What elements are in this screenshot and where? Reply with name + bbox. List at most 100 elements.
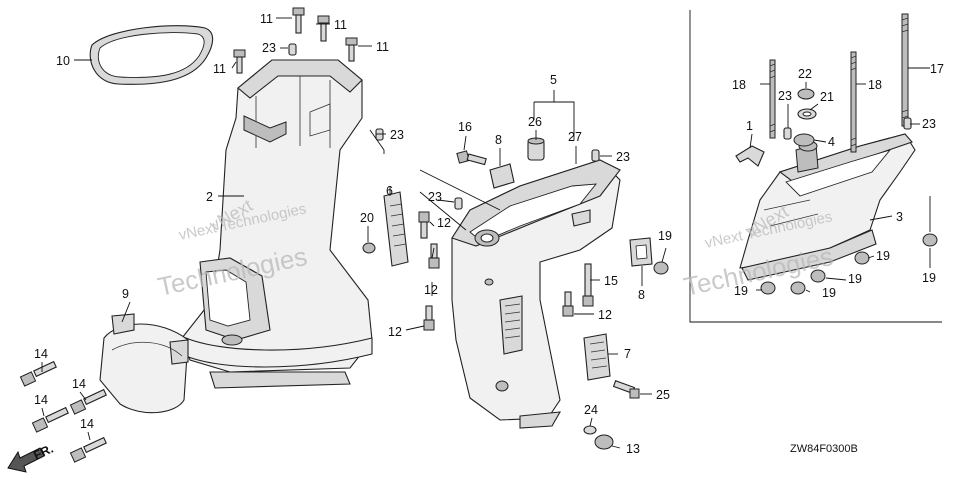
part-9-lower-cover[interactable] xyxy=(99,313,189,414)
part-25-bolt[interactable] xyxy=(612,380,640,399)
part-12-bolt-a[interactable] xyxy=(418,211,430,239)
callout-8-b: 8 xyxy=(638,288,645,302)
callout-11-c: 11 xyxy=(376,40,389,54)
front-direction-arrow: FR. xyxy=(7,442,56,473)
part-15-bolt[interactable] xyxy=(582,263,594,307)
callout-11-b: 11 xyxy=(334,18,347,32)
part-17-stud-long[interactable] xyxy=(901,13,909,127)
part-11-bolt-d[interactable] xyxy=(233,49,246,74)
part-14-bolt-a[interactable] xyxy=(19,360,57,387)
callout-23-d: 23 xyxy=(428,190,442,204)
inset-frame xyxy=(689,10,942,323)
callout-9: 9 xyxy=(122,287,129,301)
part-14-bolt-d[interactable] xyxy=(69,436,107,463)
callout-12-c: 12 xyxy=(388,325,402,339)
callout-5: 5 xyxy=(550,73,557,87)
direction-label: FR. xyxy=(31,442,55,463)
part-23-pin-b[interactable] xyxy=(375,128,384,141)
part-14-bolt-c[interactable] xyxy=(31,406,69,433)
part-19-nut-e[interactable] xyxy=(760,281,776,295)
part-18-stud-left[interactable] xyxy=(769,59,776,139)
callout-19-b: 19 xyxy=(876,249,890,263)
callout-19-d: 19 xyxy=(848,272,862,286)
part-19-nut-f[interactable] xyxy=(790,281,806,295)
callout-18-b: 18 xyxy=(868,78,882,92)
part-23-pin-e[interactable] xyxy=(783,127,792,140)
callout-27: 27 xyxy=(568,130,582,144)
part-16-bolt[interactable] xyxy=(456,150,487,166)
callout-14-b: 14 xyxy=(72,377,86,391)
callout-11-a: 11 xyxy=(260,12,273,26)
callout-23-c: 23 xyxy=(616,150,630,164)
callout-24: 24 xyxy=(584,403,598,417)
callout-13: 13 xyxy=(626,442,640,456)
callout-19-f: 19 xyxy=(822,286,836,300)
leader-lines xyxy=(41,17,931,449)
callout-11-d: 11 xyxy=(213,62,226,76)
part-22-nut[interactable] xyxy=(797,88,815,100)
callout-14-a: 14 xyxy=(34,347,48,361)
part-11-bolt-a[interactable] xyxy=(292,7,305,34)
part-24-washer[interactable] xyxy=(583,425,597,435)
callout-14-c: 14 xyxy=(34,393,48,407)
callout-12-b: 12 xyxy=(424,283,438,297)
part-12-bolt-d[interactable] xyxy=(562,291,574,317)
callout-3: 3 xyxy=(896,210,903,224)
callout-14-d: 14 xyxy=(80,417,94,431)
part-19-nut-a[interactable] xyxy=(653,261,669,275)
callout-25: 25 xyxy=(656,388,670,402)
callout-15: 15 xyxy=(604,274,618,288)
callout-2: 2 xyxy=(206,190,213,204)
diagram-code: ZW84F0300B xyxy=(790,443,858,455)
part-7-mount-rubber[interactable] xyxy=(583,333,611,381)
callout-4: 4 xyxy=(828,135,835,149)
callout-18-a: 18 xyxy=(732,78,746,92)
part-12-bolt-b[interactable] xyxy=(428,243,440,269)
callout-1: 1 xyxy=(746,119,753,133)
callout-6: 6 xyxy=(386,184,393,198)
callout-19-c: 19 xyxy=(922,271,936,285)
part-8-pad-upper[interactable] xyxy=(489,163,515,189)
callout-21: 21 xyxy=(820,90,834,104)
callout-8-a: 8 xyxy=(495,133,502,147)
part-3-inset-case[interactable] xyxy=(739,133,916,281)
callout-23-f: 23 xyxy=(922,117,936,131)
part-8-pad-lower[interactable] xyxy=(629,237,653,267)
callout-19-a: 19 xyxy=(658,229,672,243)
part-10-seal-ring[interactable] xyxy=(89,25,214,85)
part-14-bolt-b[interactable] xyxy=(69,388,107,415)
part-13-plug[interactable] xyxy=(594,434,614,450)
part-18-stud-right[interactable] xyxy=(850,51,857,153)
part-11-bolt-c[interactable] xyxy=(345,37,358,62)
callout-12-d: 12 xyxy=(598,308,612,322)
part-23-pin-c[interactable] xyxy=(454,197,463,210)
part-19-nut-c[interactable] xyxy=(922,233,938,247)
part-20-nut[interactable] xyxy=(362,242,376,254)
part-4-washer[interactable] xyxy=(793,133,815,147)
part-19-nut-b[interactable] xyxy=(854,251,870,265)
callout-23-a: 23 xyxy=(262,41,276,55)
callout-19-e: 19 xyxy=(734,284,748,298)
callout-22: 22 xyxy=(798,67,812,81)
part-11-bolt-b[interactable] xyxy=(317,15,330,42)
part-6-mount-rubber[interactable] xyxy=(383,191,409,267)
callout-17: 17 xyxy=(930,62,944,76)
part-23-pin-d[interactable] xyxy=(591,149,600,162)
part-2-extension-case[interactable] xyxy=(181,59,373,389)
part-23-pin-a[interactable] xyxy=(288,43,297,56)
part-26-collar[interactable] xyxy=(527,137,545,161)
callout-23-e: 23 xyxy=(778,89,792,103)
part-1-clip[interactable] xyxy=(735,145,765,167)
part-19-nut-d[interactable] xyxy=(810,269,826,283)
callout-10: 10 xyxy=(56,54,70,68)
callouts: 10 2 9 11 11 11 11 23 23 14 14 14 14 16 … xyxy=(34,12,944,456)
callout-23-b: 23 xyxy=(390,128,404,142)
part-21-washer[interactable] xyxy=(797,108,817,120)
callout-12-a: 12 xyxy=(437,216,451,230)
part-27-lower-case[interactable] xyxy=(451,159,621,429)
part-23-pin-f[interactable] xyxy=(903,117,912,130)
part-12-bolt-c[interactable] xyxy=(423,305,435,331)
callout-16: 16 xyxy=(458,120,472,134)
callout-7: 7 xyxy=(624,347,631,361)
